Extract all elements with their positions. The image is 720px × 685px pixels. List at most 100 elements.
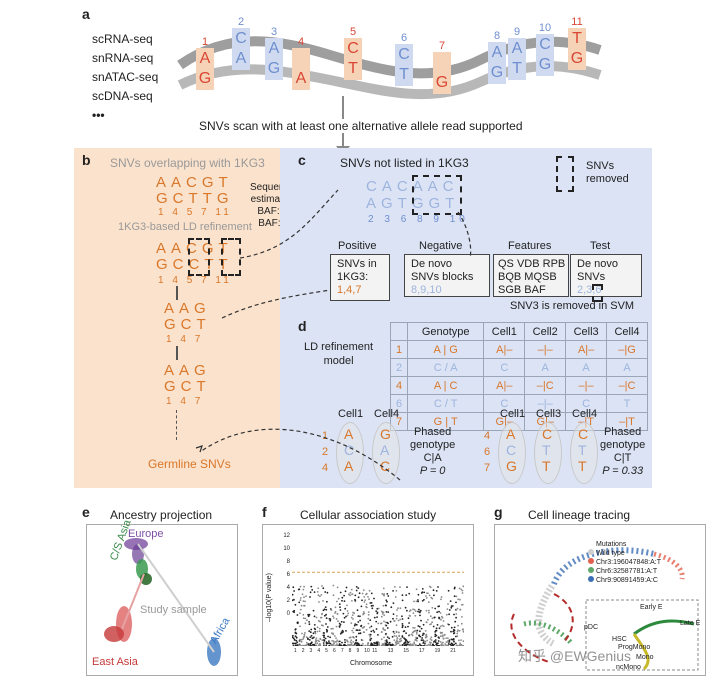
manhattan-point xyxy=(362,642,364,645)
manhattan-point xyxy=(413,608,416,611)
manhattan-point xyxy=(425,633,428,636)
manhattan-yticks: 12 10 8 6 4 2 0 xyxy=(282,530,290,621)
manhattan-point xyxy=(409,643,412,646)
manhattan-point xyxy=(342,631,345,633)
manhattan-point xyxy=(423,645,425,646)
manhattan-point xyxy=(323,614,326,617)
manhattan-point xyxy=(334,641,337,643)
manhattan-point xyxy=(356,609,359,612)
manhattan-point xyxy=(435,590,438,592)
manhattan-point xyxy=(303,633,306,636)
b-num: 7 xyxy=(201,275,210,286)
left-num: 2 xyxy=(322,446,329,458)
manhattan-point xyxy=(432,589,435,592)
manhattan-point xyxy=(441,617,444,619)
manhattan-point xyxy=(393,632,396,635)
manhattan-point xyxy=(373,616,376,619)
manhattan-point xyxy=(425,609,428,612)
manhattan-point xyxy=(393,635,396,637)
alt-base: T xyxy=(348,60,358,77)
manhattan-point xyxy=(455,635,457,638)
legend-removed-swatch xyxy=(556,156,574,192)
manhattan-point xyxy=(325,613,327,616)
manhattan-point xyxy=(330,609,333,611)
alt-base: A xyxy=(295,70,307,87)
manhattan-point xyxy=(341,596,344,599)
manhattan-point xyxy=(423,598,425,601)
base: A xyxy=(344,458,354,474)
manhattan-point xyxy=(330,627,333,630)
manhattan-point xyxy=(450,642,453,645)
manhattan-point xyxy=(362,611,365,613)
manhattan-point xyxy=(372,629,375,632)
lineage-label-early-e: Early E xyxy=(640,604,663,611)
legend-line: SNVs xyxy=(586,160,615,172)
manhattan-point xyxy=(441,624,444,627)
manhattan-point xyxy=(458,639,460,642)
ld-model-line: LD refinement xyxy=(304,341,374,353)
manhattan-point xyxy=(392,613,395,615)
manhattan-point xyxy=(339,609,342,611)
manhattan-point xyxy=(304,622,307,625)
manhattan-point xyxy=(302,588,305,591)
manhattan-point xyxy=(435,642,438,645)
manhattan-point xyxy=(321,585,323,587)
b-num: 11 xyxy=(215,275,232,286)
manhattan-point xyxy=(329,636,331,639)
technique-scrna: scRNA-seq xyxy=(92,32,153,46)
manhattan-point xyxy=(451,605,454,607)
manhattan-point xyxy=(355,644,358,646)
test-title: Test xyxy=(590,240,611,252)
manhattan-point xyxy=(359,632,362,635)
manhattan-point xyxy=(304,600,306,603)
manhattan-point xyxy=(344,590,347,593)
manhattan-point xyxy=(384,629,387,631)
manhattan-point xyxy=(425,597,428,599)
manhattan-point xyxy=(423,591,426,594)
left-phased-genotype: Phased genotype C|A P = 0 xyxy=(410,426,455,478)
manhattan-point xyxy=(397,619,400,622)
b-num: 1 xyxy=(158,275,167,286)
manhattan-point xyxy=(323,608,326,611)
chromosome-tick: 10 xyxy=(364,648,370,654)
manhattan-point xyxy=(345,630,347,632)
manhattan-point xyxy=(421,588,424,590)
manhattan-point xyxy=(439,641,442,643)
manhattan-point xyxy=(421,600,424,602)
manhattan-point xyxy=(460,588,463,591)
manhattan-point xyxy=(342,612,345,615)
manhattan-point xyxy=(301,632,303,635)
manhattan-point xyxy=(314,632,317,635)
manhattan-point xyxy=(420,639,423,642)
technique-scdna: scDNA-seq xyxy=(92,89,153,103)
manhattan-point xyxy=(307,637,309,640)
chromosome-tick: 3 xyxy=(309,648,313,654)
manhattan-point xyxy=(438,617,441,620)
base: C xyxy=(542,426,553,442)
test-line: De novo xyxy=(577,258,618,270)
manhattan-point xyxy=(315,616,318,619)
manhattan-point xyxy=(434,607,437,610)
features-title: Features xyxy=(508,240,552,252)
manhattan-point xyxy=(417,599,419,601)
manhattan-point xyxy=(324,591,327,593)
manhattan-point xyxy=(407,625,409,628)
manhattan-point xyxy=(365,603,368,606)
manhattan-point xyxy=(453,640,455,643)
manhattan-point xyxy=(416,639,418,642)
manhattan-point xyxy=(413,630,416,633)
manhattan-point xyxy=(447,637,449,639)
manhattan-point xyxy=(383,620,385,623)
manhattan-point xyxy=(397,631,400,634)
b-num: 4 xyxy=(172,275,181,286)
manhattan-point xyxy=(326,591,329,594)
manhattan-point xyxy=(371,645,374,646)
manhattan-point xyxy=(410,633,413,636)
right-cell4-label: Cell4 xyxy=(572,408,598,420)
test-values: 2,3,6 xyxy=(577,284,602,296)
manhattan-ylabel: –log10(P value) xyxy=(266,573,273,622)
panel-g-letter: g xyxy=(494,504,503,520)
